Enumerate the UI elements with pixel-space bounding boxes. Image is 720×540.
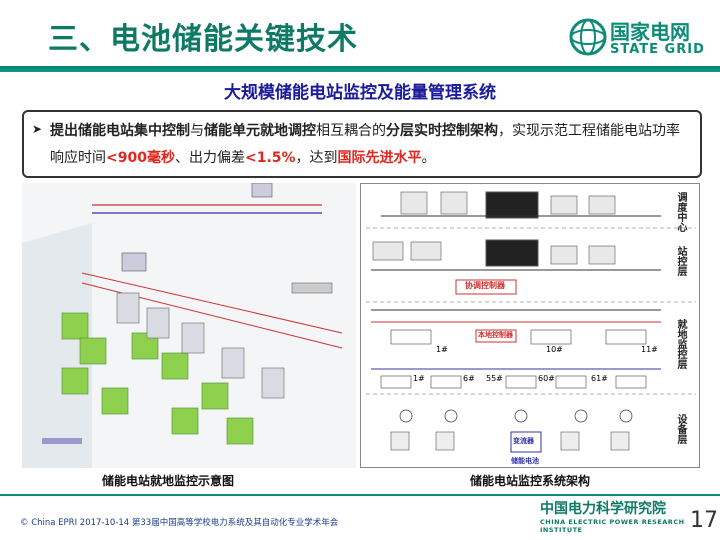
bullet-part: 与 xyxy=(190,123,204,139)
unit-label: 60# xyxy=(538,374,555,383)
state-grid-logo-icon xyxy=(569,18,607,56)
footer-divider xyxy=(0,494,720,496)
logo-text-en: STATE GRID xyxy=(610,42,705,57)
page-number: 17 xyxy=(690,508,718,533)
bullet-part: ，达到 xyxy=(295,150,338,166)
slide-title: 三、电池储能关键技术 xyxy=(48,22,358,57)
bullet-part: 储能单元就地调控 xyxy=(204,123,316,139)
unit-label: 11# xyxy=(641,345,658,354)
unit-label: 55# xyxy=(486,374,503,383)
bullet-part: ，实现示范工程储能电站功率响应时间 xyxy=(50,123,680,166)
layer-label-local: 就地监控层 xyxy=(675,319,686,369)
bullet-part: 。 xyxy=(421,150,436,166)
bullet-highlight: <900毫秒 xyxy=(106,150,175,166)
caption-right: 储能电站监控系统架构 xyxy=(470,474,591,488)
footer-text: © China EPRI 2017-10-14 第33届中国高等学校电力系统及其… xyxy=(20,518,339,528)
bullet-highlight: 国际先进水平 xyxy=(337,150,422,166)
local-controller-label: 本地控制器 xyxy=(478,331,513,339)
unit-label: 61# xyxy=(591,374,608,383)
bullet-part: 提出储能电站集中控制 xyxy=(50,123,190,139)
bullet-box xyxy=(22,110,702,178)
logo-text-cn: 国家电网 xyxy=(610,20,690,44)
unit-label: 1# xyxy=(436,345,448,354)
bullet-part: 相互耦合的 xyxy=(316,123,386,139)
unit-label: 6# xyxy=(463,374,475,383)
battery-label: 储能电池 xyxy=(511,457,539,465)
unit-label: 10# xyxy=(546,345,563,354)
footer-org-en: CHINA ELECTRIC POWER RESEARCH INSTITUTE xyxy=(540,518,685,534)
footer-org-cn: 中国电力科学研究院 xyxy=(540,501,666,517)
slide-subtitle: 大规模储能电站监控及能量管理系统 xyxy=(224,83,496,103)
local-monitoring-diagram xyxy=(22,183,356,468)
bullet-highlight: <1.5% xyxy=(244,150,296,166)
layer-label-device: 设备层 xyxy=(675,414,686,444)
pcs-label: 变流器 xyxy=(513,437,534,445)
layer-label-dispatch: 调度中心 xyxy=(675,192,686,232)
architecture-drawing xyxy=(366,191,696,453)
bullet-text: 提出储能电站集中控制与储能单元就地调控相互耦合的分层实时控制架构，实现示范工程储… xyxy=(50,118,690,172)
system-architecture-diagram: 调度中心 站控层 就地监控层 设备层 协调控制器 本地控制器 变流器 储能电池 … xyxy=(360,183,700,468)
layer-label-station: 站控层 xyxy=(675,246,686,276)
bullet-part: 分层实时控制架构 xyxy=(386,123,498,139)
caption-left: 储能电站就地监控示意图 xyxy=(102,474,235,488)
bullet-part: 、出力偏差 xyxy=(174,150,245,166)
coord-controller-label: 协调控制器 xyxy=(465,281,505,290)
header-divider xyxy=(0,66,720,72)
bullet-arrow-icon: ➤ xyxy=(32,122,43,136)
unit-label: 1# xyxy=(413,374,425,383)
